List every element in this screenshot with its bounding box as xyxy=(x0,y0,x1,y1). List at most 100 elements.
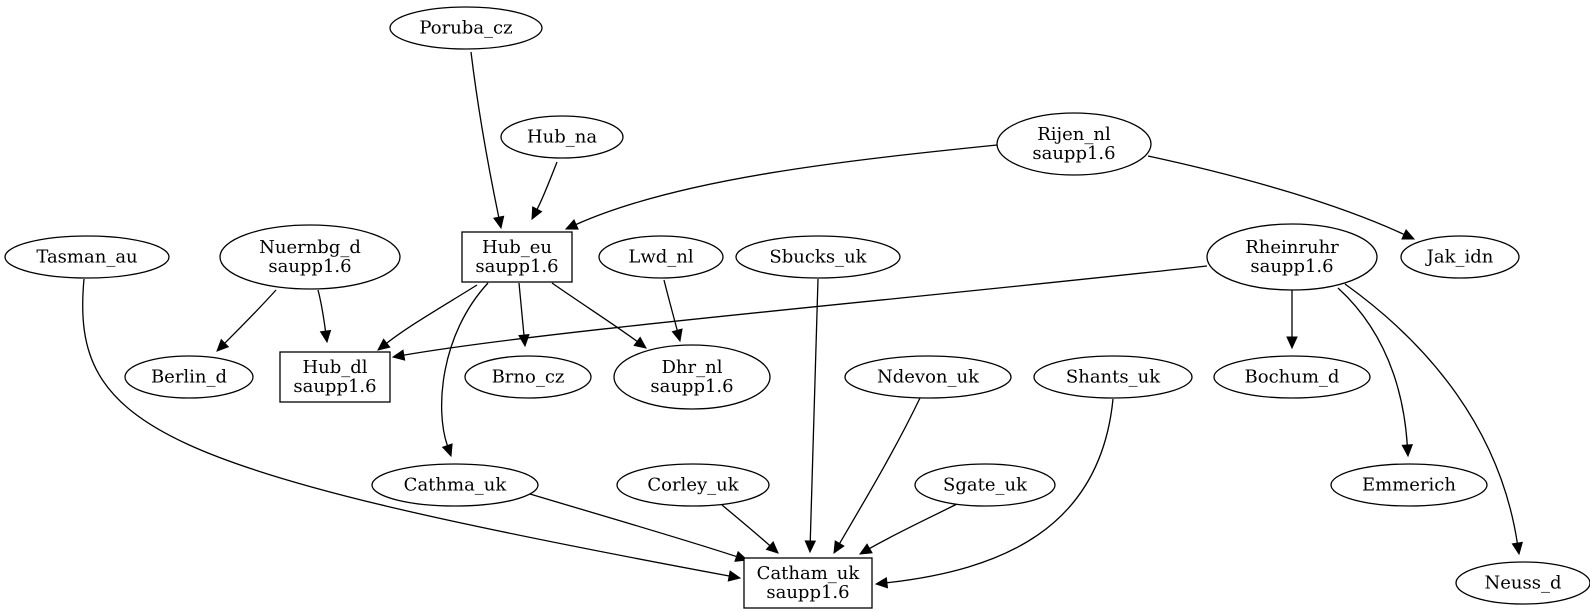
edge-rijen_nl-to-hub_eu xyxy=(564,144,998,230)
arrowhead xyxy=(833,540,845,555)
edge-line xyxy=(575,144,998,226)
arrowhead xyxy=(858,543,873,555)
node-ellipse xyxy=(914,463,1056,507)
arrowhead xyxy=(216,338,230,352)
node-ellipse xyxy=(371,463,539,507)
node-ellipse xyxy=(464,355,592,399)
arrowhead xyxy=(531,206,543,221)
node-sublabel: saupp1.6 xyxy=(650,376,733,397)
edge-corley_uk-to-catham_uk xyxy=(721,504,779,554)
arrowhead xyxy=(319,329,332,344)
node-label: Bochum_d xyxy=(1245,367,1340,388)
node-ellipse xyxy=(1213,355,1371,399)
edge-ndevon_uk-to-catham_uk xyxy=(833,397,921,555)
node-ellipse xyxy=(598,235,724,279)
node-label: Sgate_uk xyxy=(943,475,1028,496)
node-sublabel: saupp1.6 xyxy=(1250,256,1333,277)
node-ndevon_uk: Ndevon_uk xyxy=(844,355,1012,399)
node-ellipse xyxy=(1400,235,1520,279)
edge-lwd_nl-to-dhr_nl xyxy=(663,279,683,343)
edge-sgate_uk-to-catham_uk xyxy=(858,503,958,555)
arrowhead xyxy=(633,336,647,349)
node-emmerich: Emmerich xyxy=(1330,463,1488,507)
edge-hub_na-to-hub_eu xyxy=(531,161,558,221)
node-ellipse xyxy=(1330,463,1488,507)
arrowhead xyxy=(765,541,779,554)
edge-rheinruhr-to-bochum_d xyxy=(1286,290,1298,350)
edge-line xyxy=(551,282,638,342)
node-label: Catham_uk xyxy=(757,563,861,584)
node-label: Hub_dl xyxy=(302,357,367,378)
node-ellipse xyxy=(1033,355,1193,399)
node-label: Ndevon_uk xyxy=(877,367,980,388)
node-tasman_au: Tasman_au xyxy=(4,235,170,279)
edge-line xyxy=(1337,287,1408,446)
edge-hub_eu-to-dhr_nl xyxy=(551,282,647,349)
node-neuss_d: Neuss_d xyxy=(1455,561,1590,605)
node-lwd_nl: Lwd_nl xyxy=(598,235,724,279)
node-sublabel: saupp1.6 xyxy=(1032,143,1115,164)
node-label: Berlin_d xyxy=(151,367,227,388)
arrowhead xyxy=(1286,336,1298,350)
node-ellipse xyxy=(124,355,254,399)
edge-nuernbg_d-to-hub_dl xyxy=(317,289,332,344)
edge-line xyxy=(470,51,500,218)
node-ellipse xyxy=(4,235,170,279)
node-ellipse xyxy=(1455,561,1590,605)
edge-line xyxy=(869,503,958,550)
edge-line xyxy=(518,282,525,336)
node-label: Neuss_d xyxy=(1485,573,1562,594)
arrowhead xyxy=(564,219,579,230)
edge-line xyxy=(721,504,771,547)
node-label: Lwd_nl xyxy=(628,247,693,268)
edge-line xyxy=(317,289,327,332)
edge-rheinruhr-to-hub_dl xyxy=(391,265,1208,361)
arrowhead xyxy=(1401,444,1414,458)
arrowhead xyxy=(874,576,889,589)
node-ellipse xyxy=(735,235,901,279)
node-label: Hub_na xyxy=(527,127,597,148)
node-sgate_uk: Sgate_uk xyxy=(914,463,1056,507)
node-label: Rheinruhr xyxy=(1245,237,1339,258)
edge-tasman_au-to-catham_uk xyxy=(82,278,742,582)
node-berlin_d: Berlin_d xyxy=(124,355,254,399)
node-box xyxy=(279,351,391,403)
edge-line xyxy=(663,279,678,331)
edge-line xyxy=(82,278,730,577)
arrowhead xyxy=(518,334,530,348)
edge-line xyxy=(1147,155,1405,235)
edge-hub_eu-to-cathma_uk xyxy=(440,282,489,458)
node-box xyxy=(461,231,573,283)
arrowhead xyxy=(391,349,406,361)
node-sublabel: saupp1.6 xyxy=(268,256,351,277)
node-label: Corley_uk xyxy=(647,475,739,496)
edges-layer xyxy=(82,51,1523,589)
edge-shants_uk-to-catham_uk xyxy=(874,398,1114,589)
node-bochum_d: Bochum_d xyxy=(1213,355,1371,399)
node-ellipse xyxy=(500,115,624,159)
edge-line xyxy=(403,265,1208,356)
node-ellipse xyxy=(389,6,543,50)
node-ellipse xyxy=(844,355,1012,399)
node-ellipse xyxy=(1206,223,1378,291)
edge-hub_eu-to-brno_cz xyxy=(518,282,530,348)
node-label: Nuernbg_d xyxy=(259,237,361,258)
arrowhead xyxy=(1511,541,1523,556)
node-poruba_cz: Poruba_cz xyxy=(389,6,543,50)
node-label: Hub_eu xyxy=(482,237,552,258)
node-ellipse xyxy=(613,344,771,410)
node-sublabel: saupp1.6 xyxy=(293,376,376,397)
arrowhead xyxy=(727,570,742,582)
edge-poruba_cz-to-hub_eu xyxy=(470,51,505,230)
node-label: Tasman_au xyxy=(36,247,137,268)
edge-line xyxy=(529,493,737,558)
node-ellipse xyxy=(219,224,401,290)
node-box xyxy=(743,557,873,609)
edge-cathma_uk-to-catham_uk xyxy=(529,493,749,562)
